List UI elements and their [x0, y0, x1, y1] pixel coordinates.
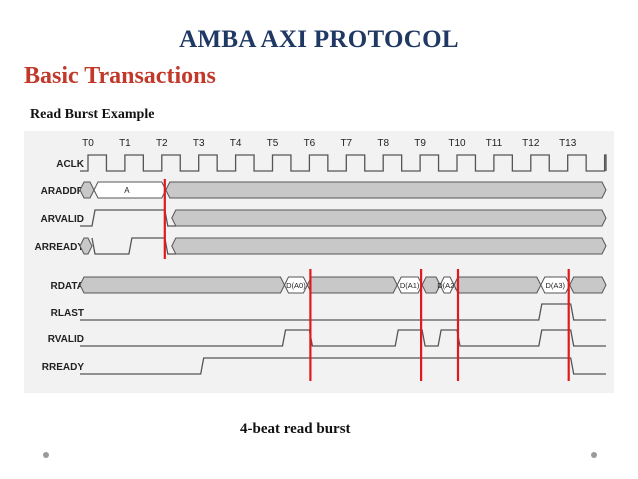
rdata-dontcare-segment-end	[569, 276, 607, 294]
arvalid-waveform	[80, 209, 176, 227]
rdata-beat-label-1: D(A1)	[400, 281, 420, 290]
arready-waveform	[91, 237, 176, 255]
signal-label-rdata: RDATA	[50, 281, 84, 292]
clock-label-t3: T3	[193, 138, 205, 149]
clock-label-t1: T1	[119, 138, 131, 149]
signal-label-aclk: ACLK	[56, 159, 85, 170]
rready-waveform	[80, 357, 606, 375]
clock-label-t6: T6	[304, 138, 316, 149]
clock-label-t7: T7	[340, 138, 352, 149]
clock-label-t4: T4	[230, 138, 242, 149]
araddr-value-label: A	[124, 186, 130, 195]
rlast-waveform	[80, 303, 606, 321]
rdata-dontcare-segment-0	[79, 276, 286, 294]
arvalid-dontcare-segment	[171, 209, 607, 227]
araddr-address-segment	[93, 181, 167, 199]
diagram-caption: 4-beat read burst	[240, 421, 351, 437]
signal-label-rvalid: RVALID	[48, 334, 84, 345]
arready-dontcare-segment	[79, 237, 93, 255]
signal-label-rlast: RLAST	[51, 308, 84, 319]
rdata-beat-label-3: D(A3)	[545, 281, 565, 290]
arready-dontcare-segment-2	[171, 237, 607, 255]
clock-label-t0: T0	[82, 138, 94, 149]
clock-label-t13: T13	[559, 138, 577, 149]
clock-label-t8: T8	[377, 138, 389, 149]
nav-dot-right	[591, 452, 597, 458]
example-label: Read Burst Example	[30, 107, 155, 122]
signal-label-arvalid: ARVALID	[40, 214, 84, 225]
signal-label-arready: ARREADY	[35, 242, 85, 253]
slide-subtitle: Basic Transactions	[24, 63, 216, 89]
rdata-beat-label-0: D(A0)	[286, 281, 306, 290]
signal-label-araddr: ARADDR	[41, 186, 85, 197]
aclk-waveform	[80, 154, 607, 172]
signal-label-rready: RREADY	[42, 362, 85, 373]
rdata-beat-label-2: D(A2)	[437, 281, 457, 290]
clock-label-t9: T9	[414, 138, 426, 149]
slide-title: AMBA AXI PROTOCOL	[179, 26, 459, 53]
rvalid-waveform	[80, 329, 606, 347]
clock-label-t12: T12	[522, 138, 540, 149]
clock-label-t5: T5	[267, 138, 279, 149]
clock-label-t2: T2	[156, 138, 168, 149]
clock-label-t10: T10	[448, 138, 466, 149]
rdata-dontcare-segment-1	[306, 276, 398, 294]
araddr-invalid-segment-2	[165, 181, 607, 199]
nav-dot-left	[43, 452, 49, 458]
rdata-dontcare-segment-3	[453, 276, 542, 294]
clock-label-t11: T11	[486, 138, 503, 149]
